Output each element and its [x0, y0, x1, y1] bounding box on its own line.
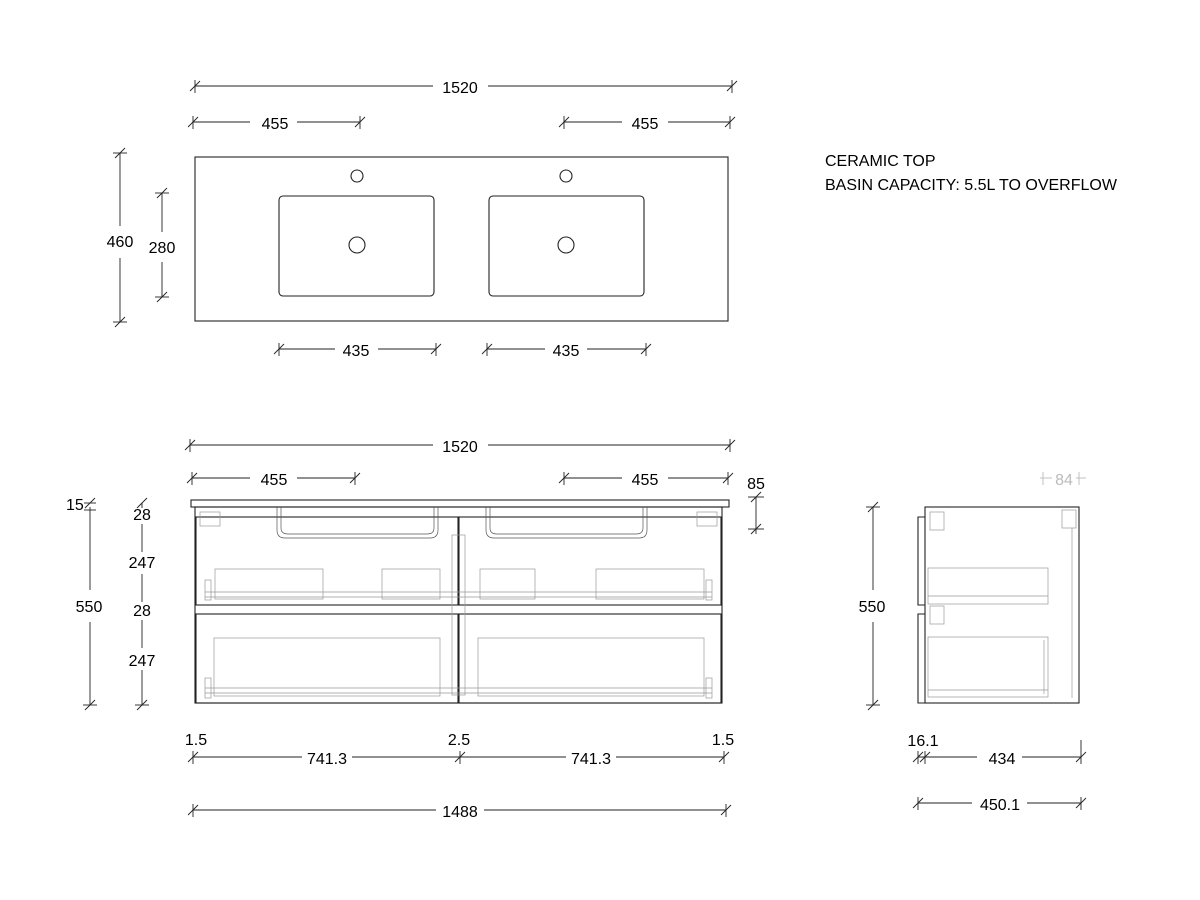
side-cabinet-body — [924, 506, 1080, 704]
note-basin-capacity: BASIN CAPACITY: 5.5L TO OVERFLOW — [825, 177, 1118, 194]
left-tap-hole — [350, 169, 364, 183]
front-view: 1520 455 455 85 — [66, 439, 765, 821]
notes: CERAMIC TOP BASIN CAPACITY: 5.5L TO OVER… — [825, 153, 1118, 194]
left-basin-hidden-line — [276, 507, 439, 539]
center-gap-label: 2.5 — [448, 732, 470, 749]
side-bottom-drawer-front — [917, 613, 925, 704]
basin-depth-dimension: 280 — [149, 187, 176, 303]
side-top-offset-label: 84 — [1055, 472, 1073, 489]
right-basin-hidden-line — [485, 507, 648, 539]
bottom-right-drawer — [458, 613, 722, 704]
top-lip-label: 15 — [66, 497, 84, 514]
front-overall-width-label: 1520 — [442, 439, 478, 456]
drawer-height-dimensions: 28 247 28 247 — [129, 497, 156, 711]
front-thickness-label: 16.1 — [907, 733, 938, 750]
left-drawer-width-dimension: 741.3 — [187, 751, 466, 768]
basin-depth-label: 280 — [149, 240, 176, 257]
front-overall-width-dimension: 1520 — [184, 439, 736, 456]
side-body-depth-label: 434 — [989, 751, 1016, 768]
top-left-drawer — [195, 516, 459, 606]
note-ceramic-top: CERAMIC TOP — [825, 153, 936, 170]
bottom-left-drawer — [195, 613, 459, 704]
side-height-label: 550 — [859, 599, 886, 616]
right-drawer-width-label: 741.3 — [571, 751, 611, 768]
gap-top-label: 28 — [133, 507, 151, 524]
front-height-label: 550 — [76, 599, 103, 616]
top-overall-width-label: 1520 — [442, 80, 478, 97]
front-ceramic-top — [190, 499, 730, 508]
top-thickness-dimension: 85 — [747, 476, 765, 535]
front-left-offset-dimension: 455 — [186, 472, 361, 489]
front-left-offset-label: 455 — [261, 472, 288, 489]
left-basin-width-dimension: 435 — [273, 343, 442, 360]
top-right-drawer — [458, 516, 722, 606]
drawer-internals — [199, 511, 718, 699]
left-basin-drain — [348, 236, 366, 254]
front-right-offset-dimension: 455 — [558, 472, 734, 489]
left-basin-width-label: 435 — [343, 343, 370, 360]
left-basin — [278, 195, 435, 297]
ceramic-top-outline — [194, 156, 729, 322]
right-basin-width-dimension: 435 — [481, 343, 652, 360]
right-basin-drain — [557, 236, 575, 254]
side-body-depth-dimension: 434 — [912, 740, 1087, 768]
cabinet-width-label: 1488 — [442, 804, 478, 821]
top-depth-label: 460 — [107, 234, 134, 251]
side-height-dimension: 550 — [859, 501, 886, 711]
side-overall-depth-dimension: 450.1 — [912, 797, 1087, 814]
top-view: 1520 455 455 — [107, 80, 738, 360]
right-drawer-width-dimension: 741.3 — [460, 751, 730, 768]
top-lip-dimension: 15 — [66, 497, 96, 514]
side-drawer-internals — [927, 509, 1077, 698]
side-top-drawer-front — [917, 516, 925, 606]
edge-left-label: 1.5 — [185, 732, 207, 749]
top-depth-dimension: 460 — [107, 147, 134, 328]
left-drawer-width-label: 741.3 — [307, 751, 347, 768]
front-height-dimension: 550 — [76, 507, 103, 711]
top-right-offset-dimension: 455 — [558, 116, 736, 133]
gap-mid-label: 28 — [133, 603, 151, 620]
cabinet-width-dimension: 1488 — [187, 804, 732, 821]
top-left-offset-label: 455 — [262, 116, 289, 133]
top-overall-width-dimension: 1520 — [189, 80, 738, 97]
drawer-bottom-height-label: 247 — [129, 653, 156, 670]
drawer-top-height-label: 247 — [129, 555, 156, 572]
right-tap-hole — [559, 169, 573, 183]
right-basin-width-label: 435 — [553, 343, 580, 360]
side-top-offset-dimension: 84 — [1040, 472, 1086, 489]
top-left-offset-dimension: 455 — [187, 116, 366, 133]
front-right-offset-label: 455 — [632, 472, 659, 489]
top-right-offset-label: 455 — [632, 116, 659, 133]
right-basin — [488, 195, 645, 297]
edge-right-label: 1.5 — [712, 732, 734, 749]
side-view: 84 550 16.1 — [859, 472, 1087, 814]
side-overall-depth-label: 450.1 — [980, 797, 1020, 814]
top-thickness-label: 85 — [747, 476, 765, 493]
